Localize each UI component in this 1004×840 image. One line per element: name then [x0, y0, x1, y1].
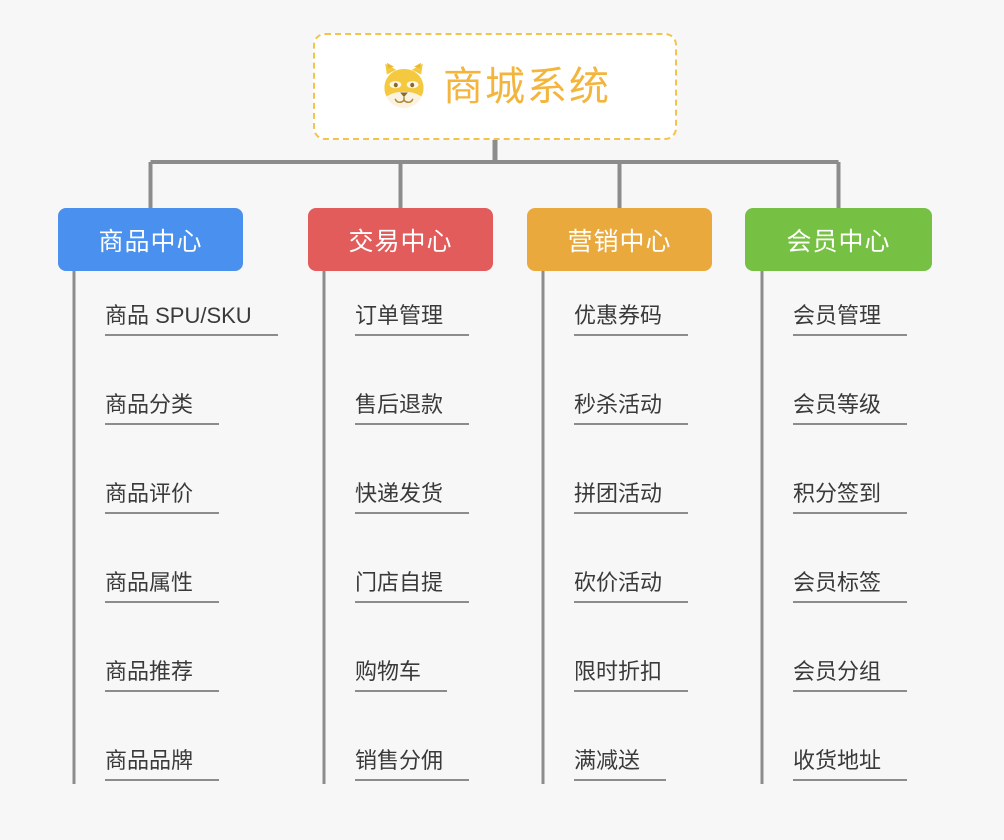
- category-header-member-center[interactable]: 会员中心: [745, 208, 932, 271]
- leaf-item-label: 收货地址: [793, 750, 908, 781]
- category-header-product-center[interactable]: 商品中心: [58, 208, 243, 271]
- leaf-item-label: 商品品牌: [105, 750, 220, 781]
- leaf-item[interactable]: 商品分类: [74, 394, 220, 425]
- leaf-item[interactable]: 会员分组: [762, 661, 908, 692]
- leaf-item-label: 商品推荐: [105, 661, 220, 692]
- leaf-item[interactable]: 秒杀活动: [543, 394, 689, 425]
- leaf-item[interactable]: 拼团活动: [543, 483, 689, 514]
- leaf-item-label: 销售分佣: [355, 750, 470, 781]
- leaf-item-label: 购物车: [355, 661, 448, 692]
- leaf-item-label: 优惠券码: [574, 305, 689, 336]
- leaf-item[interactable]: 限时折扣: [543, 661, 689, 692]
- leaf-item[interactable]: 会员标签: [762, 572, 908, 603]
- shiba-dog-face-icon: [379, 62, 429, 112]
- leaf-item[interactable]: 积分签到: [762, 483, 908, 514]
- leaf-item[interactable]: 商品 SPU/SKU: [74, 305, 278, 336]
- leaf-item-label: 积分签到: [793, 483, 908, 514]
- leaf-item-label: 快递发货: [355, 483, 470, 514]
- leaf-item[interactable]: 商品评价: [74, 483, 220, 514]
- leaf-item[interactable]: 快递发货: [324, 483, 470, 514]
- leaf-item-label: 售后退款: [355, 394, 470, 425]
- leaf-item[interactable]: 售后退款: [324, 394, 470, 425]
- leaf-item[interactable]: 满减送: [543, 750, 667, 781]
- category-header-label: 交易中心: [348, 227, 453, 256]
- leaf-item-label: 会员等级: [793, 394, 908, 425]
- leaf-item-label: 限时折扣: [574, 661, 689, 692]
- leaf-item[interactable]: 门店自提: [324, 572, 470, 603]
- leaf-item-label: 商品属性: [105, 572, 220, 603]
- category-header-marketing-center[interactable]: 营销中心: [527, 208, 712, 271]
- leaf-item-label: 会员标签: [793, 572, 908, 603]
- leaf-item[interactable]: 商品属性: [74, 572, 220, 603]
- leaf-item[interactable]: 商品推荐: [74, 661, 220, 692]
- leaf-item-label: 拼团活动: [574, 483, 689, 514]
- root-node-mall-system[interactable]: 商城系统: [313, 33, 677, 140]
- root-title: 商城系统: [443, 64, 611, 109]
- leaf-item-label: 秒杀活动: [574, 394, 689, 425]
- leaf-item-label: 会员分组: [793, 661, 908, 692]
- leaf-item[interactable]: 订单管理: [324, 305, 470, 336]
- leaf-item[interactable]: 购物车: [324, 661, 448, 692]
- leaf-item-label: 砍价活动: [574, 572, 689, 603]
- leaf-item-label: 会员管理: [793, 305, 908, 336]
- leaf-item[interactable]: 商品品牌: [74, 750, 220, 781]
- leaf-item-label: 商品 SPU/SKU: [105, 305, 278, 336]
- category-header-label: 营销中心: [567, 227, 672, 256]
- leaf-item[interactable]: 优惠券码: [543, 305, 689, 336]
- leaf-item[interactable]: 会员等级: [762, 394, 908, 425]
- leaf-item-label: 满减送: [574, 750, 667, 781]
- leaf-item[interactable]: 砍价活动: [543, 572, 689, 603]
- leaf-item[interactable]: 销售分佣: [324, 750, 470, 781]
- category-header-label: 商品中心: [98, 227, 203, 256]
- leaf-item[interactable]: 会员管理: [762, 305, 908, 336]
- leaf-item-label: 门店自提: [355, 572, 470, 603]
- category-header-label: 会员中心: [786, 227, 891, 256]
- category-header-trade-center[interactable]: 交易中心: [308, 208, 493, 271]
- leaf-item-label: 商品分类: [105, 394, 220, 425]
- leaf-item[interactable]: 收货地址: [762, 750, 908, 781]
- leaf-item-label: 订单管理: [355, 305, 470, 336]
- leaf-item-label: 商品评价: [105, 483, 220, 514]
